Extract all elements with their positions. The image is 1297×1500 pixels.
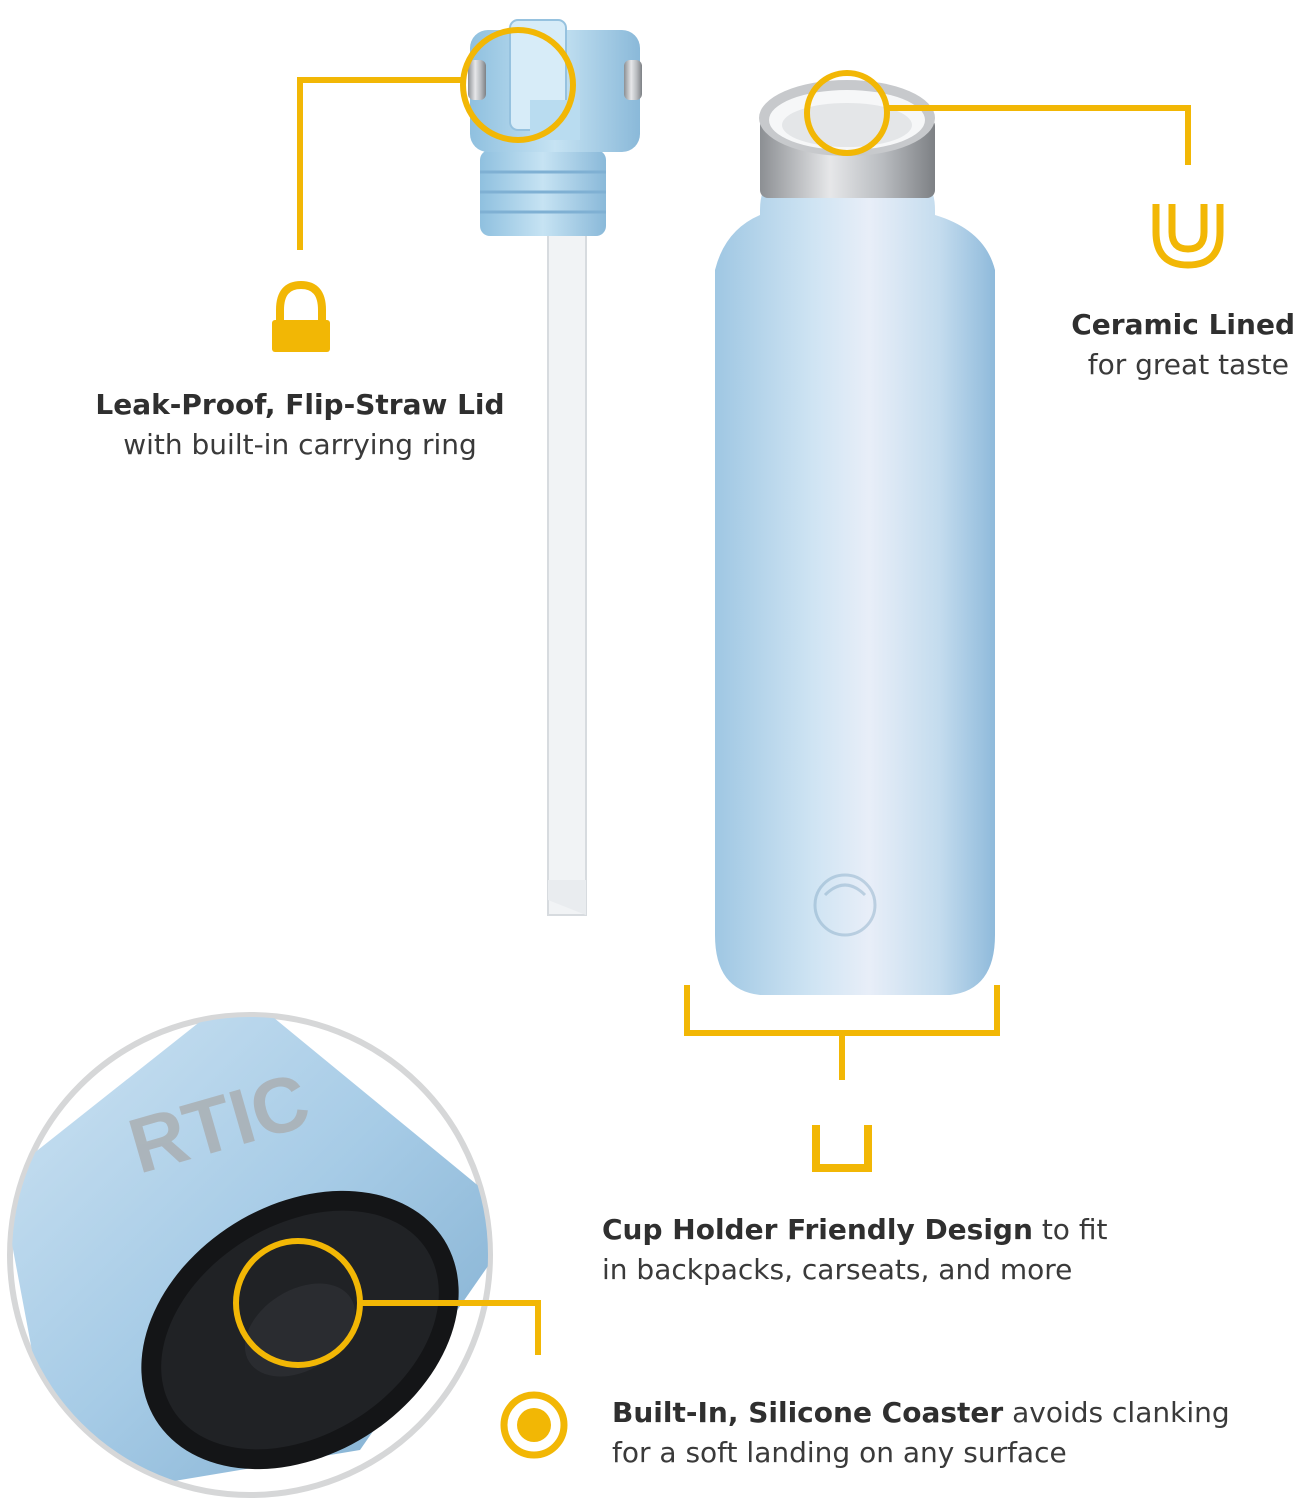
straw: [547, 234, 587, 916]
lid-feature-title: Leak-Proof, Flip-Straw Lid: [95, 388, 505, 421]
cup-holder-feature: Cup Holder Friendly Design to fit in bac…: [602, 1210, 1222, 1290]
lid-feature: Leak-Proof, Flip-Straw Lid with built-in…: [95, 385, 505, 465]
coaster-feature-line2: for a soft landing on any surface: [612, 1436, 1067, 1469]
callout-lines: [233, 27, 1191, 1368]
ceramic-feature: Ceramic Lined for great taste: [1060, 305, 1295, 385]
cup-holder-feature-rest: to fit: [1032, 1213, 1108, 1246]
ring-icon: [272, 280, 330, 352]
coaster-feature-line1: Built-In, Silicone Coaster avoids clanki…: [612, 1393, 1272, 1433]
bottle: [715, 80, 995, 995]
cup-holder-feature-line1: Cup Holder Friendly Design to fit: [602, 1210, 1222, 1250]
ceramic-feature-subtitle: for great taste: [1087, 348, 1289, 381]
coaster-feature-rest: avoids clanking: [1003, 1396, 1230, 1429]
coaster-feature: Built-In, Silicone Coaster avoids clanki…: [612, 1393, 1272, 1473]
cup-holder-feature-line2: in backpacks, carseats, and more: [602, 1253, 1073, 1286]
cup-holder-icon: [812, 1125, 872, 1172]
coaster-dot-icon: [500, 1391, 568, 1459]
ceramic-feature-title: Ceramic Lined: [1071, 308, 1295, 341]
coaster-zoom-view: RTIC: [7, 1012, 493, 1498]
u-cup-icon: [1152, 204, 1224, 269]
cup-holder-feature-title: Cup Holder Friendly Design: [602, 1213, 1033, 1246]
coaster-feature-title: Built-In, Silicone Coaster: [612, 1396, 1004, 1429]
lid-feature-subtitle: with built-in carrying ring: [123, 428, 477, 461]
bottle-emboss-logo-icon: [813, 873, 877, 937]
lid: [468, 19, 642, 236]
